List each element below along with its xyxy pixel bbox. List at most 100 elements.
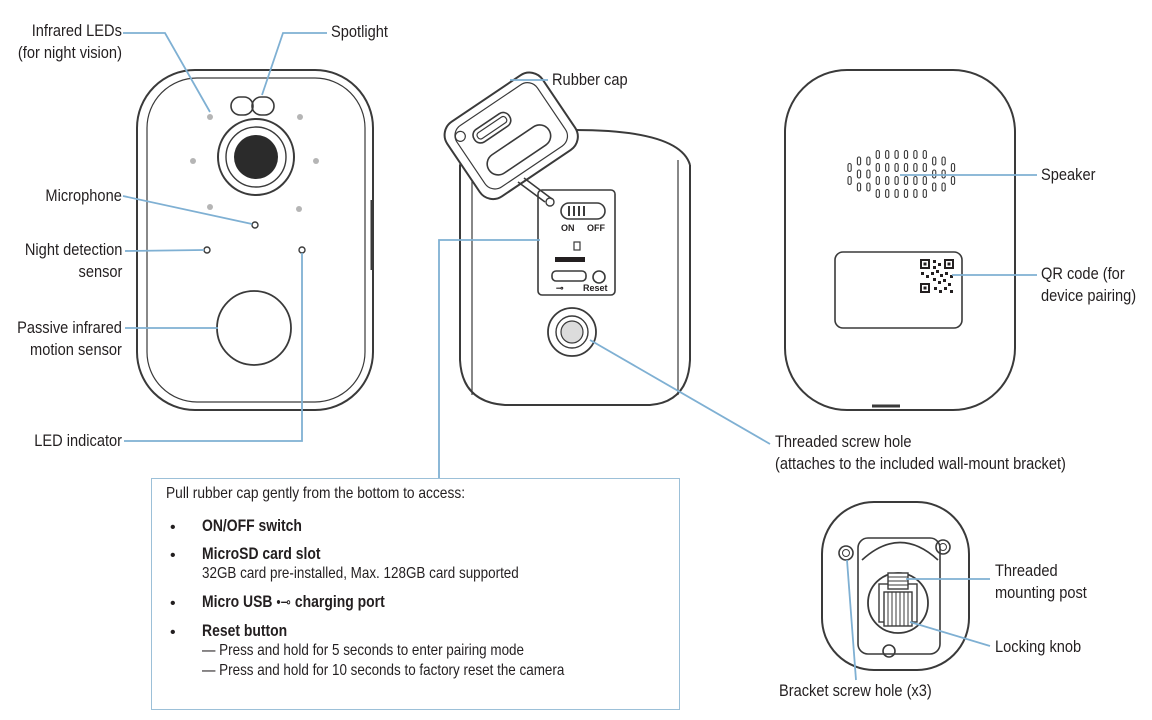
led-indicator-dot (298, 246, 306, 254)
speaker-slot (922, 175, 927, 186)
speaker-grille (847, 149, 956, 199)
speaker-slot (875, 188, 880, 199)
speaker-slot (922, 188, 927, 199)
leader-lines (122, 32, 1037, 681)
qr-label (834, 251, 963, 329)
label-rubber-cap: Rubber cap (552, 70, 628, 89)
speaker-slot (932, 169, 937, 179)
speaker-slot (866, 182, 871, 192)
leader-led (124, 253, 303, 442)
speaker-slot (894, 175, 899, 186)
usb-icon: •⊸ (276, 594, 291, 611)
speaker-slot (941, 182, 946, 192)
list-item: • ON/OFF switch (166, 516, 666, 536)
port-panel (537, 189, 616, 296)
speaker-slot (941, 169, 946, 179)
rubber-cap-info-box: Pull rubber cap gently from the bottom t… (151, 478, 680, 710)
speaker-slot (847, 175, 852, 186)
label-spotlight: Spotlight (331, 22, 388, 41)
reset-text: Reset (583, 283, 608, 293)
speaker-slot (922, 162, 927, 173)
info-list: • ON/OFF switch • MicroSD card slot 32GB… (166, 516, 666, 689)
night-sensor-dot (203, 246, 211, 254)
spotlight-right (251, 96, 275, 116)
switch-off-text: OFF (587, 223, 605, 233)
switch-on-text: ON (561, 223, 575, 233)
speaker-slot (950, 162, 956, 173)
item-detail: — Press and hold for 10 seconds to facto… (202, 662, 565, 679)
bullet: • (170, 519, 176, 536)
speaker-slot (903, 162, 909, 173)
speaker-slot (894, 188, 899, 199)
speaker-slot (913, 149, 918, 160)
locking-knob (883, 591, 913, 627)
speaker-slot (856, 182, 862, 192)
speaker-slot (913, 175, 918, 186)
infrared-led-dots (190, 114, 319, 212)
label-led-indicator: LED indicator (34, 431, 122, 450)
cap-strap (517, 177, 553, 203)
item-title: MicroSD card slot (202, 544, 321, 563)
item-title: Micro USB •⊸ charging port (202, 592, 385, 611)
item-title: Reset button (202, 621, 288, 640)
qr-code (920, 259, 954, 293)
speaker-slot (913, 162, 918, 173)
threaded-screw-hole-outer (547, 307, 597, 357)
micro-usb-port (551, 270, 587, 282)
speaker-slot (866, 169, 871, 179)
microphone-hole (251, 221, 259, 229)
rubber-cap (443, 71, 579, 201)
reset-button (592, 270, 606, 284)
speaker-slot (903, 188, 909, 199)
threaded-screw-hole-inner (555, 315, 589, 349)
back-outer-shell (784, 69, 1016, 411)
label-infrared-leds: Infrared LEDs(for night vision) (17, 21, 122, 62)
leader-knob (909, 621, 991, 647)
speaker-slot (885, 149, 890, 160)
list-item: • Reset button — Press and hold for 5 se… (166, 621, 666, 681)
leader-bracket-hole (846, 559, 857, 681)
sd-card-slot (555, 257, 585, 262)
bullet: • (170, 624, 176, 641)
camera-front-view (136, 69, 374, 411)
sd-icon (573, 241, 581, 251)
speaker-slot (856, 169, 862, 179)
speaker-slot (866, 156, 871, 166)
camera-port-view (459, 128, 691, 406)
speaker-slot (950, 175, 956, 186)
speaker-slot (932, 182, 937, 192)
speaker-slot (885, 188, 890, 199)
bracket-hole-right (935, 539, 951, 555)
speaker-slot (903, 175, 909, 186)
speaker-slot (913, 188, 918, 199)
item-detail: 32GB card pre-installed, Max. 128GB card… (202, 565, 519, 582)
leader-microphone (122, 195, 253, 225)
list-item: • MicroSD card slot 32GB card pre-instal… (166, 544, 666, 584)
item-detail: — Press and hold for 5 seconds to enter … (202, 642, 524, 659)
speaker-slot (932, 156, 937, 166)
speaker-slot (894, 149, 899, 160)
speaker-slot (856, 156, 862, 166)
speaker-slot (885, 162, 890, 173)
lens-ring-inner (225, 126, 287, 188)
info-intro: Pull rubber cap gently from the bottom t… (166, 485, 466, 502)
pir-sensor (216, 290, 292, 366)
port-view-body (459, 165, 691, 406)
item-title: ON/OFF switch (202, 516, 302, 535)
speaker-slot (875, 162, 880, 173)
spotlight-left (230, 96, 254, 116)
bracket-hole-left (838, 545, 854, 561)
speaker-slot (903, 149, 909, 160)
usb-symbol-text: ⊸ (556, 283, 564, 293)
leader-info-box (438, 239, 540, 478)
label-locking-knob: Locking knob (995, 637, 1082, 656)
leader-spotlight (261, 32, 327, 96)
lens-ring-outer (217, 118, 295, 196)
speaker-slot (875, 149, 880, 160)
speaker-slot (885, 175, 890, 186)
